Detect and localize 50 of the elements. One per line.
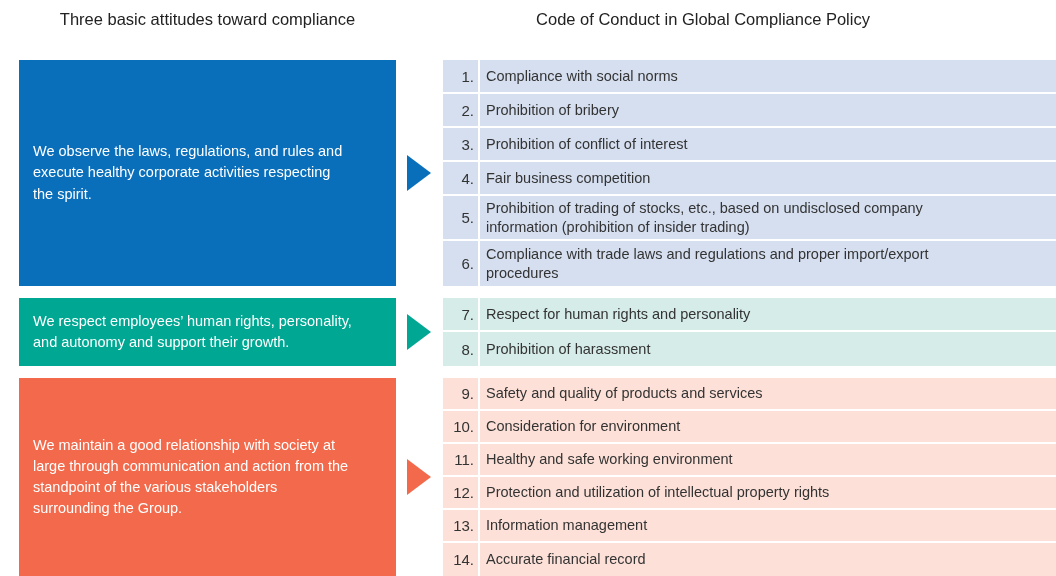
item-text: Prohibition of trading of stocks, etc., based on undisclosed company information (prohibition of insider trading) <box>486 198 924 237</box>
item-number: 2. <box>461 101 474 119</box>
item-text: Protection and utilization of intellectual property rights <box>486 483 830 502</box>
item-number: 1. <box>461 67 474 85</box>
list-row <box>443 298 1056 332</box>
list-row <box>443 411 1056 444</box>
column-heading: Code of Conduct in Global Compliance Policy <box>535 10 871 29</box>
attitude-box: We observe the laws, regulations, and rules and execute healthy corporate activities respecting the spirit. <box>19 60 396 286</box>
arrow <box>407 314 431 350</box>
item-number: 8. <box>461 340 474 358</box>
item-number: 9. <box>461 385 474 402</box>
list-panel <box>443 60 1056 286</box>
list-row <box>443 196 1056 241</box>
list-row <box>443 162 1056 196</box>
list-panel <box>443 298 1056 366</box>
item-text: Accurate financial record <box>486 550 646 569</box>
list-row <box>443 477 1056 510</box>
list-panel <box>443 378 1056 576</box>
item-text: Prohibition of conflict of interest <box>486 134 688 154</box>
list-row <box>443 444 1056 477</box>
list-row <box>443 510 1056 543</box>
item-number: 10. <box>453 418 474 435</box>
item-text: Information management <box>486 516 648 535</box>
item-text: Compliance with trade laws and regulations and proper import/export procedures <box>486 244 930 283</box>
item-number: 5. <box>461 209 474 226</box>
arrow <box>407 459 431 495</box>
item-text: Prohibition of harassment <box>486 339 651 359</box>
item-text: Safety and quality of products and services <box>486 384 763 403</box>
item-text: Compliance with social norms <box>486 66 678 86</box>
list-row <box>443 378 1056 411</box>
list-row <box>443 94 1056 128</box>
column-heading: Three basic attitudes toward compliance <box>58 10 357 29</box>
item-number: 4. <box>461 169 474 187</box>
item-number: 14. <box>453 551 474 568</box>
item-number: 12. <box>453 484 474 501</box>
item-text: Healthy and safe working environment <box>486 450 733 469</box>
item-text: Fair business competition <box>486 168 651 188</box>
attitude-box: We respect employees’ human rights, personality, and autonomy and support their growth. <box>19 298 396 366</box>
list-row <box>443 60 1056 94</box>
arrow <box>407 155 431 191</box>
item-number: 13. <box>453 517 474 534</box>
item-number: 7. <box>461 305 474 323</box>
item-text: Consideration for environment <box>486 417 681 436</box>
list-row <box>443 128 1056 162</box>
item-number: 11. <box>454 451 474 468</box>
item-text: Respect for human rights and personality <box>486 304 751 324</box>
item-text: Prohibition of bribery <box>486 100 619 120</box>
item-number: 3. <box>461 135 474 153</box>
attitude-box: We maintain a good relationship with society at large through communication and action from the standpoint of the various stakeholders surrounding the Group. <box>19 378 396 576</box>
item-number: 6. <box>461 255 474 272</box>
